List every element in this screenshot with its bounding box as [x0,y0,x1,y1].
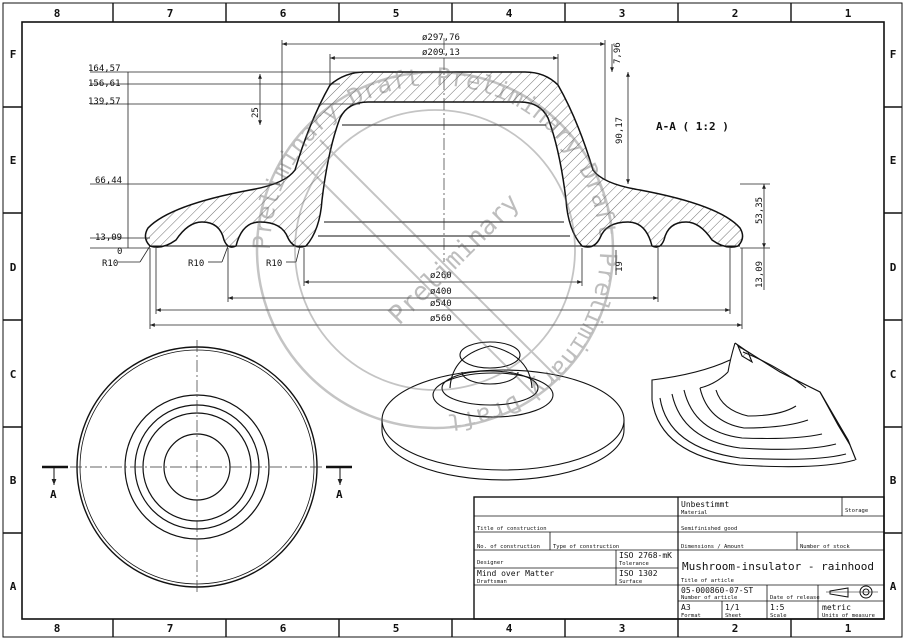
dim-h156: 156,61 [88,79,121,89]
zone-row-right: B [890,474,897,487]
tolerance-label: Tolerance [619,561,649,567]
zone-col-bottom: 7 [167,622,174,635]
stock-label: Number of stock [800,544,850,550]
dim-r10-c: R10 [266,259,282,269]
material-value: Unbestimmt [681,500,729,509]
dim-h0: 0 [117,247,122,257]
zone-row-left: E [10,154,17,167]
draftsman-value: Mind over Matter [477,569,554,578]
dim-d297: ø297,76 [422,33,460,43]
zone-col-top: 5 [393,7,400,20]
zone-col-bottom: 4 [506,622,513,635]
projection-symbol-icon [826,585,878,599]
dim-d260: ø260 [430,271,452,281]
zone-col-bottom: 1 [845,622,852,635]
scale-label: Scale [770,613,787,619]
zone-col-bottom: 6 [280,622,287,635]
zone-row-right: F [890,48,897,61]
format-value: A3 [681,603,691,612]
semifinished-label: Semifinished good [681,526,737,532]
section-label: A-A ( 1:2 ) [656,120,729,133]
draftsman-label: Draftsman [477,579,507,585]
units-value: metric [822,603,851,612]
zone-col-top: 3 [619,7,626,20]
dim-r10-a: R10 [102,259,118,269]
title-of-construction-label: Title of construction [477,526,547,532]
type-construction-label: Type of construction [553,544,619,550]
zone-row-right: C [890,368,897,381]
zone-row-right: A [890,580,897,593]
designer-label: Designer [477,560,504,566]
zone-row-left: F [10,48,17,61]
dim-v25: 25 [251,107,261,118]
iso-view [381,341,625,481]
article-number-value: 05-000860-07-ST [681,586,753,595]
no-construction-label: No. of construction [477,544,540,550]
dim-h164: 164,57 [88,64,121,74]
iso-cut-view [651,342,857,468]
zone-col-top: 2 [732,7,739,20]
section-profile [144,71,744,248]
material-label: Material [681,510,708,516]
cut-label-right: A [336,488,343,501]
article-title-label: Title of article [681,578,734,584]
zone-row-left: C [10,368,17,381]
zone-row-left: A [10,580,17,593]
dim-d560: ø560 [430,314,452,324]
dim-h66: 66,44 [95,176,122,186]
zone-col-bottom: 2 [732,622,739,635]
zone-col-bottom: 3 [619,622,626,635]
zone-col-top: 8 [54,7,61,20]
dim-v9017: 90,17 [615,117,625,144]
plan-view [42,340,352,595]
title-block [473,496,885,620]
zone-col-top: 6 [280,7,287,20]
dim-v19: 19 [615,261,625,272]
dim-d209: ø209,13 [422,48,460,58]
section-view: ø297,76 ø209,13 164,57 156,61 139,57 66,… [88,33,770,329]
zone-row-right: D [890,261,897,274]
dimensions-label: Dimensions / Amount [681,544,744,550]
surface-value: ISO 1302 [619,569,658,578]
cut-label-left: A [50,488,57,501]
surface-label: Surface [619,579,642,585]
storage-label: Storage [845,508,868,514]
dim-d540: ø540 [430,299,452,309]
watermark-center: Preliminary [383,188,526,331]
units-label: Units of measure [822,613,875,619]
dim-h13: 13,09 [95,233,122,243]
zone-col-bottom: 8 [54,622,61,635]
zone-col-top: 1 [845,7,852,20]
zone-ticks [3,3,902,637]
format-label: Format [681,613,701,619]
tolerance-value: ISO 2768-mK [619,551,672,560]
zone-row-left: B [10,474,17,487]
zone-col-bottom: 5 [393,622,400,635]
sheet-value: 1/1 [725,603,740,612]
dim-v1309: 13,09 [755,261,765,288]
article-title-value: Mushroom-insulator - rainhood [682,560,874,573]
dim-h139: 139,57 [88,97,121,107]
zone-col-top: 7 [167,7,174,20]
dim-d400: ø400 [430,287,452,297]
zone-col-top: 4 [506,7,513,20]
dim-v796: 7,96 [613,42,623,64]
dim-r10-b: R10 [188,259,204,269]
zone-row-right: E [890,154,897,167]
zone-row-left: D [10,261,17,274]
article-number-label: Number of article [681,595,737,601]
scale-value: 1:5 [770,603,785,612]
sheet-label: Sheet [725,613,742,619]
release-label: Date of release [770,595,820,601]
dim-v5335: 53,35 [755,197,765,224]
